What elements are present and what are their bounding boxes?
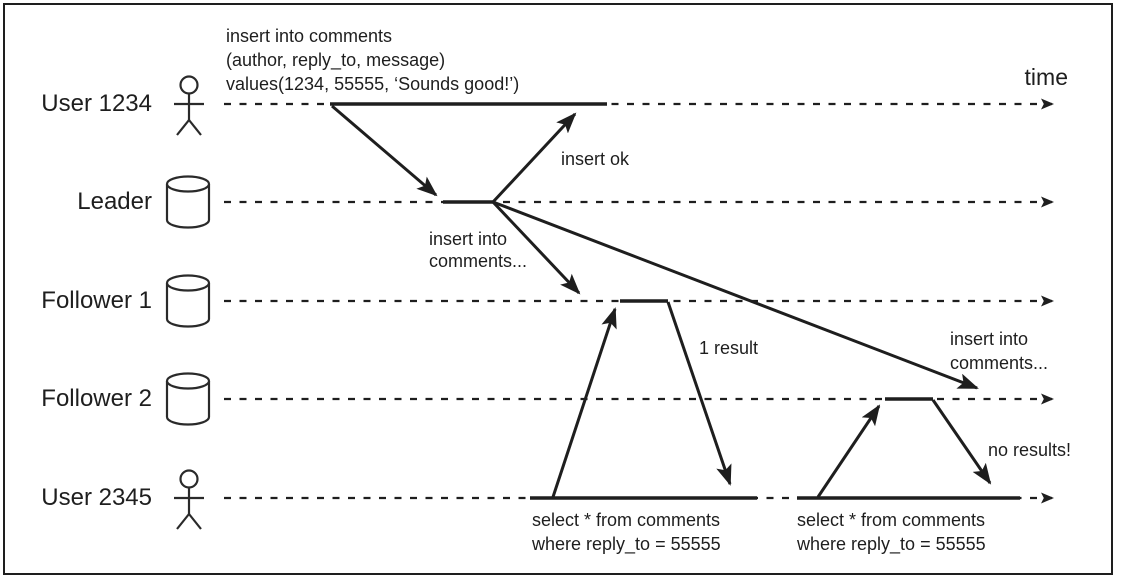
annotation-1-result: 1 result xyxy=(699,338,759,358)
lane-label-follower-2: Follower 2 xyxy=(41,385,152,412)
arrow-1-result-to-user xyxy=(666,301,732,486)
lane-label-leader: Leader xyxy=(77,188,152,215)
annotation-no-results: no results! xyxy=(988,440,1072,460)
database-icon xyxy=(165,372,211,426)
activity-bars xyxy=(330,102,1020,500)
person-icon xyxy=(174,469,204,530)
annotation-select-query-2: select * from comments where reply_to = … xyxy=(797,510,986,554)
time-axis-label: time xyxy=(1024,64,1068,90)
annotation-insert-ok: insert ok xyxy=(561,149,630,169)
person-icon xyxy=(174,75,204,136)
database-icon xyxy=(165,175,211,229)
message-arrows xyxy=(331,104,992,498)
arrow-replicate-to-follower-1 xyxy=(491,200,581,295)
annotation-insert-query: insert into comments (author, reply_to, … xyxy=(226,26,520,94)
arrow-select-to-follower-1 xyxy=(551,307,617,498)
annotation-replicate-follower2: insert into comments... xyxy=(950,329,1049,373)
arrow-select-to-follower-2 xyxy=(816,404,881,498)
database-icon xyxy=(165,274,211,328)
annotation-select-query-1: select * from comments where reply_to = … xyxy=(532,510,721,554)
arrow-replicate-to-follower-2 xyxy=(492,200,979,390)
lane-label-user-1234: User 1234 xyxy=(41,90,152,117)
lane-label-follower-1: Follower 1 xyxy=(41,287,152,314)
lane-label-user-2345: User 2345 xyxy=(41,484,152,511)
arrow-insert-to-leader xyxy=(331,104,438,197)
annotation-replicate-follower1: insert into comments... xyxy=(429,229,528,271)
arrow-no-results-to-user xyxy=(931,399,992,485)
arrow-insert-ok xyxy=(491,112,577,204)
